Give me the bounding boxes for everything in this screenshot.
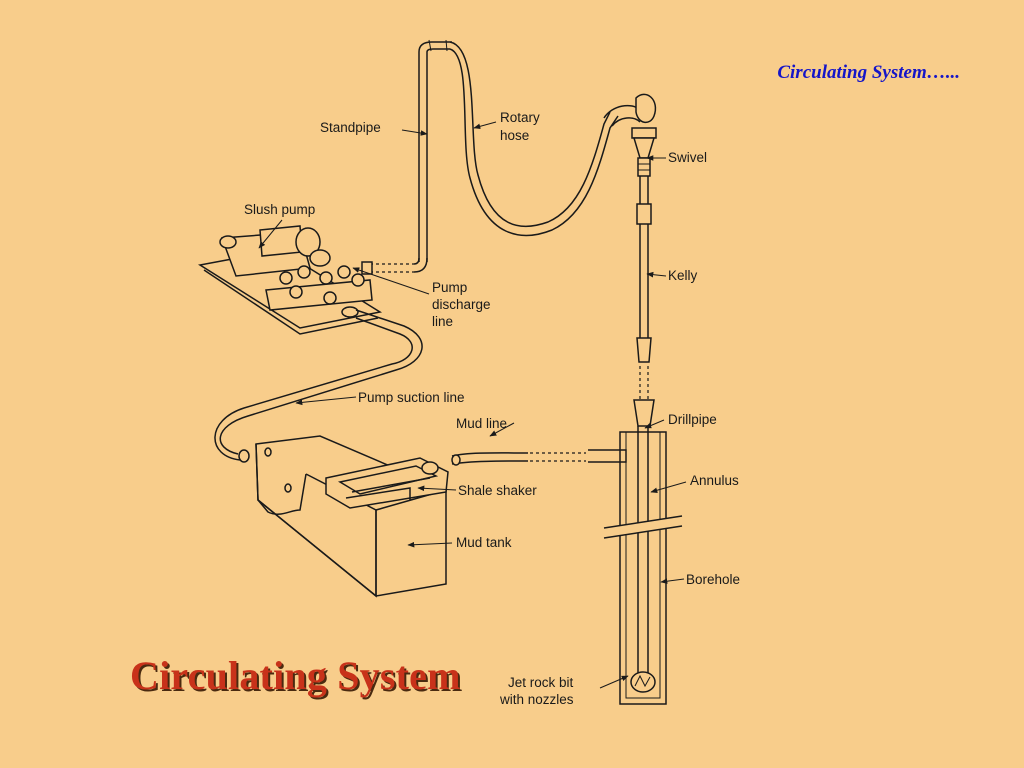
label-pump-discharge-3: line [432, 314, 453, 329]
header-title: Circulating System…... [777, 62, 960, 83]
label-mud-tank: Mud tank [456, 535, 512, 550]
kelly [636, 176, 652, 400]
label-kelly: Kelly [668, 268, 698, 283]
label-pump-suction: Pump suction line [358, 390, 465, 405]
pump-discharge-line [361, 257, 428, 275]
label-pump-discharge-1: Pump [432, 280, 467, 295]
slush-pump [197, 225, 383, 335]
label-pump-discharge-2: discharge [432, 297, 491, 312]
pump-suction-line [214, 309, 423, 463]
label-mud-line: Mud line [456, 416, 507, 431]
label-jet-bit-2: with nozzles [499, 692, 574, 707]
standpipe [418, 39, 452, 262]
label-standpipe: Standpipe [320, 120, 381, 135]
label-swivel: Swivel [668, 150, 707, 165]
label-annulus: Annulus [690, 473, 739, 488]
rotary-hose [449, 41, 619, 237]
label-drillpipe: Drillpipe [668, 412, 717, 427]
swivel [603, 93, 657, 177]
label-borehole: Borehole [686, 572, 740, 587]
label-jet-bit-1: Jet rock bit [508, 675, 574, 690]
label-rotary-hose-2: hose [500, 128, 529, 143]
label-shale-shaker: Shale shaker [458, 483, 537, 498]
slide-title: Circulating System [130, 653, 461, 698]
shale-shaker [325, 457, 449, 509]
leader-arrows [258, 121, 687, 689]
label-rotary-hose-1: Rotary [500, 110, 540, 125]
mud-line [451, 449, 627, 466]
borehole [603, 399, 683, 705]
label-slush-pump: Slush pump [244, 202, 315, 217]
